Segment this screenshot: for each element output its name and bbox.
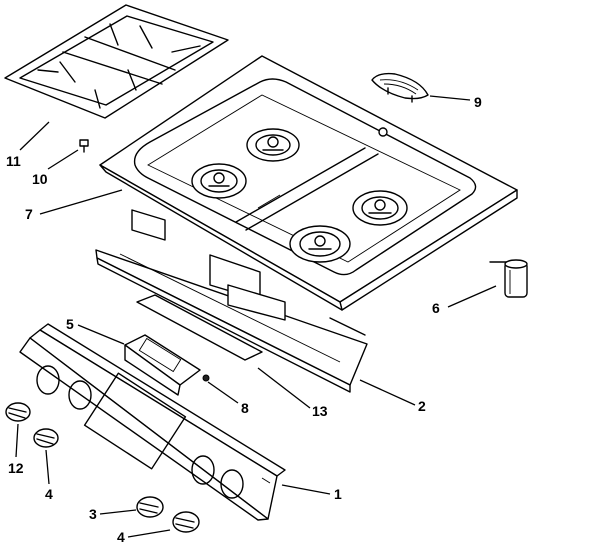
burner-cap-9	[371, 72, 429, 103]
display-module-5	[124, 334, 201, 396]
control-panel-1	[19, 323, 286, 521]
callout-11: 11	[6, 153, 21, 169]
knob-3	[136, 496, 164, 518]
leader-1	[281, 484, 331, 495]
burner-rear-left	[246, 128, 300, 162]
knob-4-left	[33, 428, 59, 448]
burner-grate	[4, 4, 229, 119]
leader-7	[39, 189, 123, 215]
lower-bracket-2	[95, 209, 368, 393]
leader-11	[19, 121, 50, 151]
leader-4b	[127, 529, 171, 538]
callout-13: 13	[312, 403, 328, 419]
callout-4b: 4	[117, 529, 125, 545]
callout-3: 3	[89, 506, 97, 522]
callout-12: 12	[8, 460, 24, 476]
leader-6	[447, 285, 497, 308]
burner-front-left	[191, 163, 247, 199]
callout-10: 10	[32, 171, 48, 187]
knob-12	[5, 402, 31, 422]
callout-6: 6	[432, 300, 440, 316]
leader-4a	[45, 449, 50, 485]
leader-12	[15, 423, 19, 458]
callout-2: 2	[418, 398, 426, 414]
callout-1: 1	[334, 486, 342, 502]
screw-10	[79, 139, 89, 153]
callout-4a: 4	[45, 486, 53, 502]
spark-module-6	[489, 259, 528, 298]
leader-5	[77, 324, 125, 345]
trim-strip-13	[136, 294, 263, 361]
callout-5: 5	[66, 316, 74, 332]
leader-13	[257, 367, 311, 409]
leader-8	[207, 381, 239, 404]
leader-9	[429, 95, 471, 101]
cooktop-7	[99, 55, 518, 311]
leader-10	[47, 149, 79, 170]
callout-8: 8	[241, 400, 249, 416]
knob-4-bottom	[172, 511, 200, 533]
burner-rear-right	[352, 190, 408, 226]
callout-7: 7	[25, 206, 33, 222]
leader-2	[359, 379, 416, 406]
callout-9: 9	[474, 94, 482, 110]
screw-8	[202, 374, 210, 382]
leader-3	[99, 509, 137, 515]
burner-front-right	[289, 225, 351, 263]
